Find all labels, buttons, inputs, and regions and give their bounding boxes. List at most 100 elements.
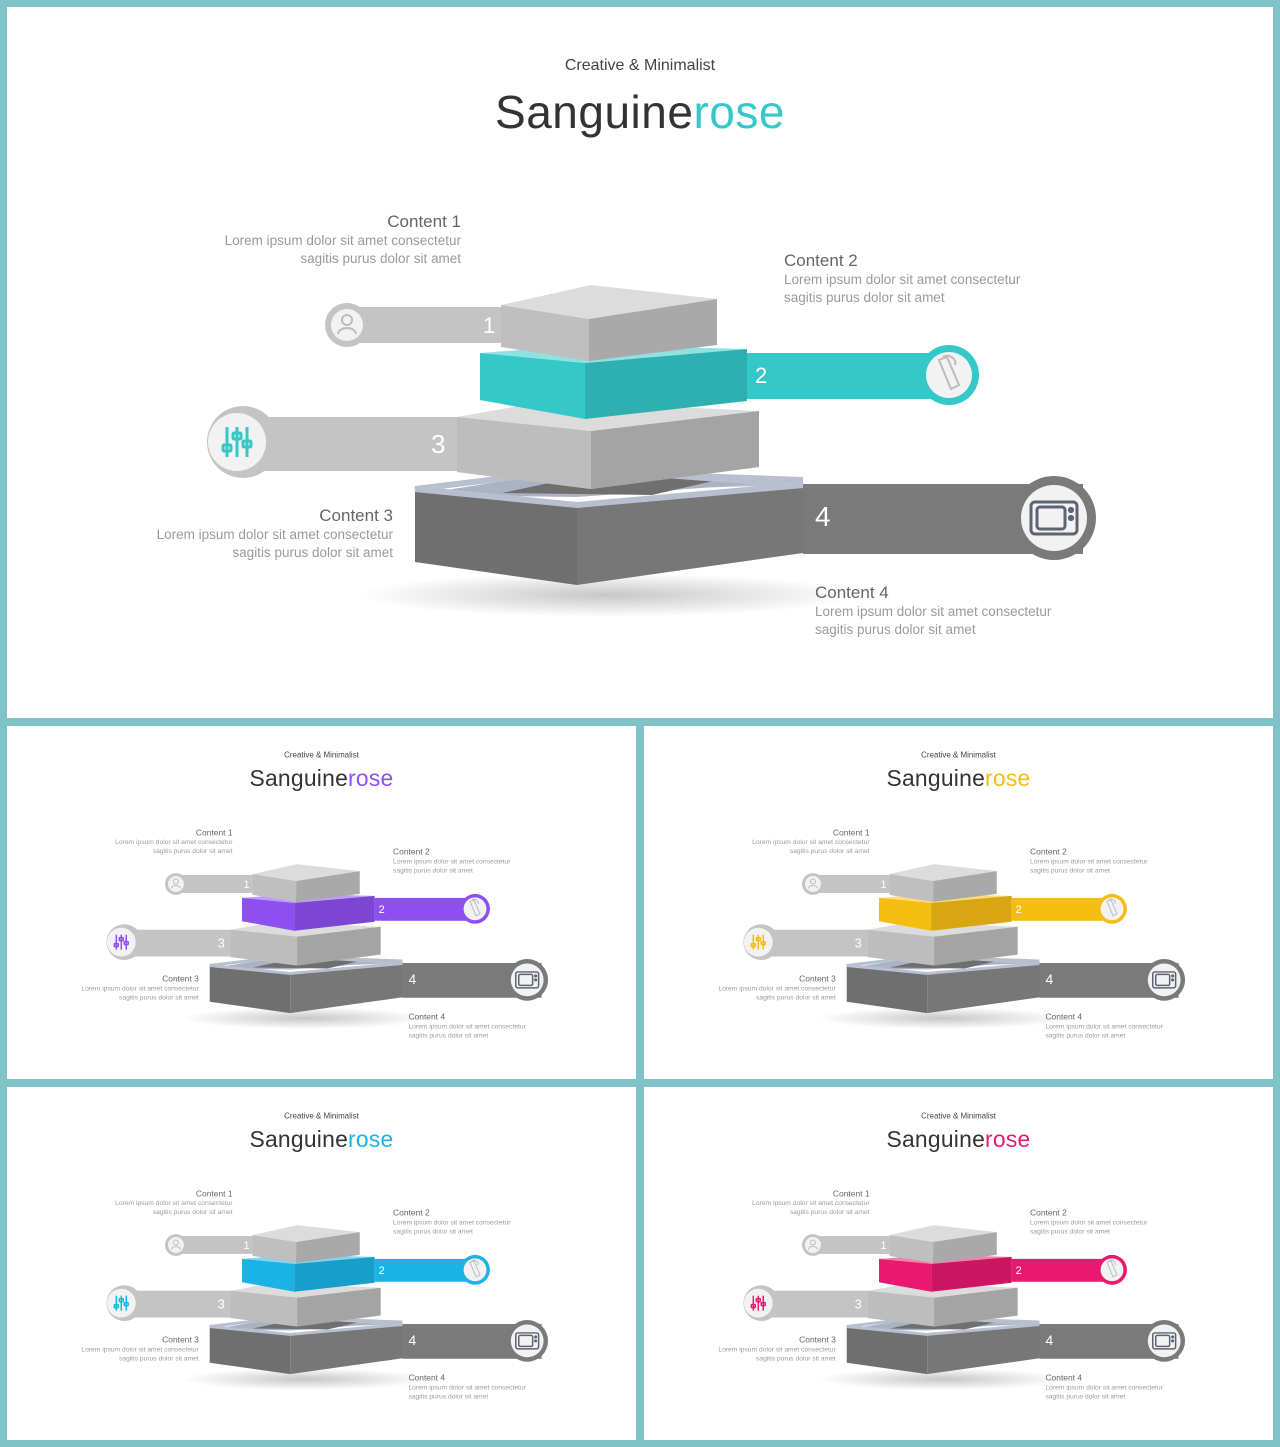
content-1-label: Content 1 Lorem ipsum dolor sit amet con… — [661, 1188, 870, 1217]
title-accent: rose — [985, 765, 1031, 792]
content-1-title: Content 1 — [832, 827, 870, 838]
title-accent: rose — [348, 765, 394, 792]
sliders-icon — [113, 934, 129, 950]
content-2-title: Content 2 — [393, 1208, 430, 1218]
content-3-line1: Lorem ipsum dolor sit amet consectetur — [81, 1345, 199, 1353]
content-1-label: Content 1 Lorem ipsum dolor sit amet con… — [24, 827, 233, 856]
content-1-line1: Lorem ipsum dolor sit amet consectetur — [752, 838, 870, 846]
bar-2 — [1011, 897, 1114, 921]
layer-1 — [252, 1225, 360, 1263]
bar-1 — [812, 875, 890, 893]
content-1-label: Content 1 Lorem ipsum dolor sit amet con… — [661, 827, 870, 856]
content-2-label: Content 2 Lorem ipsum dolor sit amet con… — [393, 847, 602, 875]
title-main: Sanguine — [886, 765, 986, 792]
floor-shadow — [180, 1368, 430, 1391]
layer-number-4: 4 — [1045, 971, 1054, 987]
slide-title: Sanguinerose — [7, 1126, 636, 1153]
layer-number-2: 2 — [1015, 1263, 1022, 1277]
content-4-label: Content 4 Lorem ipsum dolor sit amet con… — [815, 583, 1235, 639]
layer-3 — [230, 921, 381, 966]
content-4-label: Content 4 Lorem ipsum dolor sit amet con… — [408, 1373, 617, 1401]
content-1-label: Content 1 Lorem ipsum dolor sit amet con… — [24, 1189, 232, 1217]
content-4-title: Content 4 — [815, 583, 889, 602]
content-2-line2: sagitis purus dolor sit amet — [393, 1227, 473, 1236]
content-1-title: Content 1 — [832, 1188, 870, 1199]
content-2-title: Content 2 — [1030, 1208, 1067, 1218]
sliders-icon — [113, 1295, 129, 1311]
content-2-line2: sagitis purus dolor sit amet — [1030, 866, 1110, 875]
bar-1 — [175, 1236, 253, 1254]
sliders-icon — [750, 934, 766, 950]
layer-number-4: 4 — [815, 501, 831, 532]
slide-variant-purple: Creative & Minimalist Sanguinerose — [7, 726, 636, 1079]
content-2-line1: Lorem ipsum dolor sit amet consectetur — [784, 272, 1021, 287]
content-1-line1: Lorem ipsum dolor sit amet consectetur — [115, 838, 233, 846]
bar-2 — [374, 897, 477, 921]
content-3-label: Content 3 Lorem ipsum dolor sit amet con… — [7, 506, 393, 562]
content-2-label: Content 2 Lorem ipsum dolor sit amet con… — [1030, 1208, 1239, 1236]
layer-3 — [867, 921, 1018, 966]
content-4-label: Content 4 Lorem ipsum dolor sit amet con… — [1045, 1373, 1254, 1401]
sliders-icon — [750, 1295, 766, 1311]
content-2-line2: sagitis purus dolor sit amet — [1030, 1227, 1110, 1236]
layer-number-3: 3 — [854, 935, 862, 951]
bar-1 — [347, 307, 501, 343]
layer-number-3: 3 — [431, 429, 446, 459]
tv-icon — [1029, 500, 1079, 536]
content-2-label: Content 2 Lorem ipsum dolor sit amet con… — [784, 251, 1204, 307]
content-1-title: Content 1 — [195, 827, 233, 838]
bell-icon — [1106, 1259, 1118, 1278]
slide-content: Creative & Minimalist Sanguinerose — [7, 726, 636, 1079]
content-4-line1: Lorem ipsum dolor sit amet consectetur — [1045, 1022, 1163, 1031]
content-3-line1: Lorem ipsum dolor sit amet consectetur — [156, 527, 393, 542]
content-3-line2: sagitis purus dolor sit amet — [755, 993, 836, 1001]
floor-shadow — [817, 1007, 1067, 1030]
icon-circle-2 — [926, 352, 972, 398]
content-2-line1: Lorem ipsum dolor sit amet consectetur — [393, 857, 511, 866]
icon-circle-2 — [463, 897, 487, 921]
content-3-line1: Lorem ipsum dolor sit amet consectetur — [718, 984, 836, 992]
bell-icon — [1106, 898, 1118, 917]
slide-variant-yellow: Creative & Minimalist Sanguinerose — [644, 726, 1273, 1079]
content-4-line2: sagitis purus dolor sit amet — [408, 1392, 489, 1401]
content-4-title: Content 4 — [408, 1373, 446, 1383]
content-4-line2: sagitis purus dolor sit amet — [815, 622, 976, 637]
stacked-layers-diagram — [207, 285, 1096, 617]
content-2-title: Content 2 — [1030, 847, 1067, 857]
bar-2 — [1011, 1258, 1114, 1282]
content-2-line1: Lorem ipsum dolor sit amet consectetur — [393, 1218, 511, 1227]
content-4-title: Content 4 — [408, 1012, 446, 1022]
slide-content: Creative & Minimalist Sanguinerose — [7, 1087, 636, 1440]
content-4-line1: Lorem ipsum dolor sit amet consectetur — [1045, 1383, 1163, 1392]
content-4-label: Content 4 Lorem ipsum dolor sit amet con… — [1045, 1012, 1254, 1040]
slide-content: Creative & Minimalist Sanguinerose — [644, 1087, 1273, 1440]
content-1-line2: sagitis purus dolor sit amet — [152, 847, 233, 855]
content-2-line2: sagitis purus dolor sit amet — [393, 866, 473, 875]
bar-2 — [747, 353, 952, 399]
layer-number-1: 1 — [880, 1239, 887, 1252]
layer-1 — [889, 864, 997, 902]
bar-2 — [374, 1258, 477, 1282]
floor-shadow — [180, 1007, 430, 1030]
content-3-title: Content 3 — [319, 506, 393, 525]
layer-number-1: 1 — [243, 878, 250, 891]
content-1-line2: sagitis purus dolor sit amet — [300, 251, 461, 266]
user-icon — [170, 1239, 181, 1250]
content-4-line1: Lorem ipsum dolor sit amet consectetur — [408, 1022, 526, 1031]
layer-number-4: 4 — [408, 1332, 417, 1348]
title-main: Sanguine — [249, 765, 349, 792]
content-1-label: Content 1 Lorem ipsum dolor sit amet con… — [41, 212, 461, 268]
content-1-line1: Lorem ipsum dolor sit amet consectetur — [224, 233, 461, 248]
floor-shadow — [357, 573, 857, 617]
slide-main: Creative & Minimalist Sanguinerose — [7, 7, 1273, 718]
user-icon — [337, 314, 357, 335]
bell-icon — [937, 354, 961, 391]
slide-variant-blue: Creative & Minimalist Sanguinerose — [7, 1087, 636, 1440]
stacked-layers-diagram — [743, 864, 1186, 1030]
icon-circle-2 — [463, 1258, 487, 1282]
layer-number-3: 3 — [217, 935, 225, 951]
content-4-line1: Lorem ipsum dolor sit amet consectetur — [815, 604, 1052, 619]
stacked-layers-diagram — [743, 1225, 1186, 1391]
content-3-label: Content 3 Lorem ipsum dolor sit amet con… — [644, 974, 836, 1002]
content-3-line2: sagitis purus dolor sit amet — [755, 1354, 836, 1362]
